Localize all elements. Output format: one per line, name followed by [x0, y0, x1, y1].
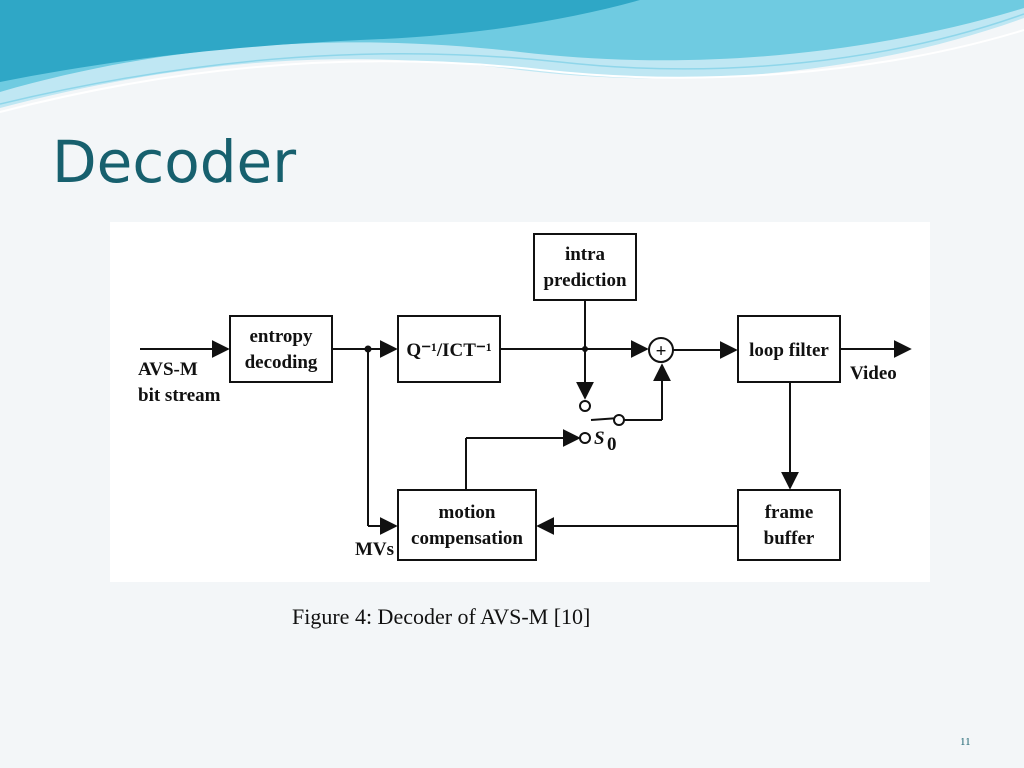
- frame-buffer-block: [737, 489, 841, 561]
- quant-ict-block: [397, 315, 501, 383]
- page-number: 11: [960, 736, 971, 748]
- switch-label: S: [594, 428, 605, 449]
- motion-label-line2: compensation: [411, 528, 523, 549]
- frame-buffer-label-line1: frame: [765, 502, 814, 523]
- junction-dot: [364, 345, 372, 353]
- decoder-block-diagram: +: [138, 233, 912, 561]
- junction-dot: [582, 346, 588, 352]
- entropy-decoding-block: [229, 315, 333, 383]
- switch-contact: [579, 432, 591, 444]
- input-label-line2: bit stream: [138, 385, 221, 406]
- intra-label-line2: prediction: [543, 270, 626, 291]
- switch-contact: [579, 400, 591, 412]
- output-label: Video: [850, 363, 897, 384]
- figure-panel: +: [110, 222, 930, 582]
- switch-contact: [613, 414, 625, 426]
- entropy-label-line1: entropy: [250, 326, 313, 347]
- slide-title: Decoder: [52, 128, 297, 196]
- input-label-line1: AVS-M: [138, 359, 198, 380]
- quant-ict-label: Q⁻¹/ICT⁻¹: [406, 340, 491, 361]
- entropy-label-line2: decoding: [245, 352, 318, 373]
- loop-filter-label: loop filter: [749, 340, 829, 361]
- motion-label-line1: motion: [439, 502, 496, 523]
- header-wave-decoration: [0, 0, 1024, 113]
- mvs-label: MVs: [355, 539, 394, 560]
- intra-label-line1: intra: [565, 244, 606, 265]
- figure-caption: Figure 4: Decoder of AVS-M [10]: [292, 604, 591, 629]
- motion-compensation-block: [397, 489, 537, 561]
- frame-buffer-label-line2: buffer: [764, 528, 815, 549]
- signal-lines: [140, 300, 912, 535]
- switch-subscript: 0: [607, 434, 617, 455]
- adder-sign: +: [656, 341, 667, 362]
